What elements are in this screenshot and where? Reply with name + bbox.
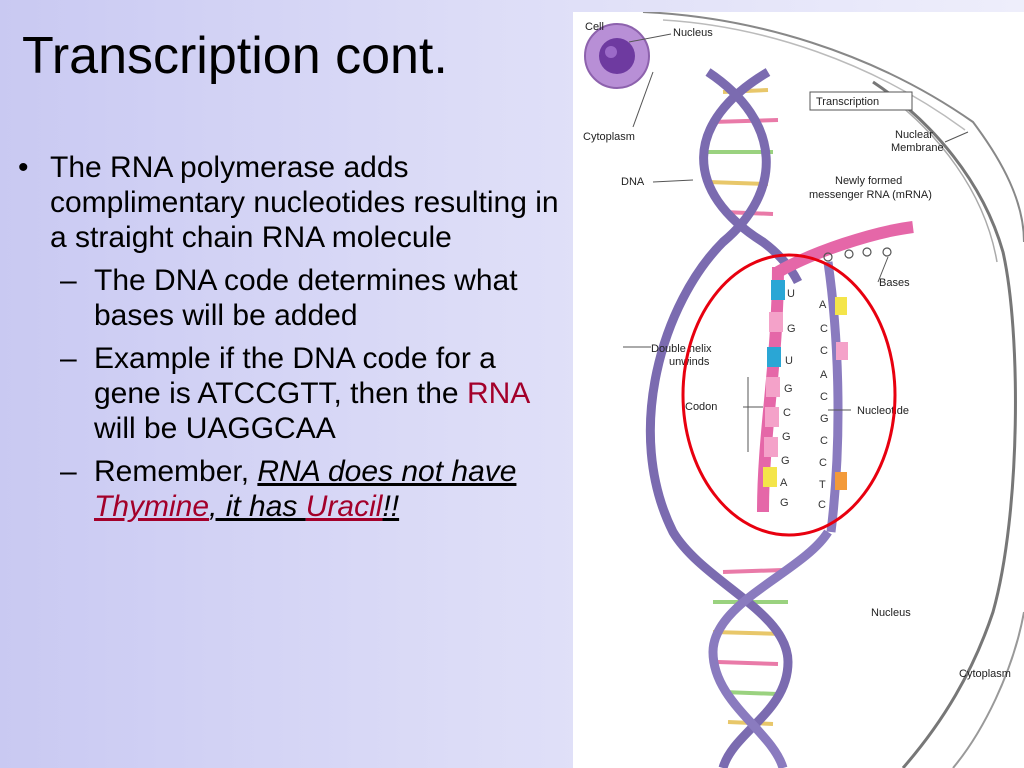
- rna-base-letter: G: [787, 323, 796, 335]
- rna-highlight: RNA: [466, 377, 529, 410]
- label-transcription: Transcription: [816, 96, 879, 108]
- sub-bullet-dash: –: [60, 342, 77, 375]
- nucleotide-box: [764, 437, 778, 457]
- label-nucleotide: Nucleotide: [857, 405, 909, 417]
- transcription-box: [809, 91, 913, 111]
- highlight-ellipse: [681, 253, 897, 537]
- rna-base-letter: A: [780, 477, 788, 489]
- label-cell: Cell: [585, 21, 604, 33]
- free-base-icon: [882, 247, 892, 257]
- label-nuclear-membrane: Nuclear: [895, 129, 933, 141]
- label-unwinds: unwinds: [669, 356, 710, 368]
- label-nuclear-membrane-2: Membrane: [891, 142, 944, 154]
- dna-base-letter: A: [820, 369, 828, 381]
- rna-base-letter: U: [785, 355, 793, 367]
- nucleotide-box: [771, 280, 785, 300]
- example-text-end: will be UAGGCAA: [94, 412, 336, 445]
- nucleotide-box: [766, 377, 780, 397]
- sub-bullet-dash: –: [60, 455, 77, 488]
- thymine-highlight: Thymine: [94, 490, 210, 523]
- bullet-main: • The RNA polymerase adds complimentary …: [14, 150, 559, 255]
- label-bases: Bases: [879, 277, 910, 289]
- dna-base-letter: A: [819, 299, 827, 311]
- dna-base-letter: G: [820, 413, 829, 425]
- dna-base-letter: T: [819, 479, 826, 491]
- nucleotide-box: [835, 297, 847, 315]
- nucleotide-box: [769, 312, 783, 332]
- sub-bullet-dash: –: [60, 264, 77, 297]
- label-nucleus-bottom: Nucleus: [871, 607, 911, 619]
- sub-bullet-example: – Example if the DNA code for a gene is …: [14, 341, 559, 446]
- remember-exclaim: !!: [382, 490, 400, 523]
- rna-base-letter: G: [781, 455, 790, 467]
- dna-base-letter: C: [820, 323, 828, 335]
- nuclear-membrane: [872, 80, 1017, 768]
- cell-membrane-inner: [662, 19, 966, 131]
- sub-bullet-dna-code-text: The DNA code determines what bases will …: [94, 264, 518, 332]
- sub-bullet-remember: – Remember, RNA does not have Thymine, i…: [14, 454, 559, 524]
- rna-base-letter: G: [780, 497, 789, 509]
- label-nucleus-top: Nucleus: [673, 27, 713, 39]
- nucleotide-box: [765, 407, 779, 427]
- rung: [722, 568, 784, 574]
- example-text-start: Example if the DNA code for a gene is AT…: [94, 342, 496, 410]
- rung: [712, 630, 784, 636]
- remember-emphasis-2: , it has: [209, 490, 306, 523]
- rna-base-letter: G: [782, 431, 791, 443]
- bullet-main-text: The RNA polymerase adds complimentary nu…: [50, 151, 559, 254]
- remember-text-start: Remember,: [94, 455, 258, 488]
- mrna-strand-top: [775, 221, 914, 278]
- slide-title: Transcription cont.: [22, 27, 448, 85]
- rung: [710, 118, 779, 124]
- label-double-helix: Double helix: [651, 343, 712, 355]
- label-mrna: Newly formed: [835, 175, 902, 187]
- cell-nucleus-icon: [599, 38, 635, 74]
- uracil-highlight: Uracil: [305, 490, 383, 523]
- dna-strand-lower: [708, 529, 832, 768]
- leader-line: [944, 131, 969, 143]
- sub-bullet-list: – The DNA code determines what bases wil…: [14, 263, 559, 524]
- remember-emphasis-1: RNA does not have: [257, 455, 517, 488]
- nucleotide-box: [767, 347, 781, 367]
- dna-base-letter: C: [820, 345, 828, 357]
- leader-line: [652, 179, 694, 183]
- dna-strand-long: [645, 68, 793, 768]
- dna-base-letter: C: [820, 391, 828, 403]
- label-dna: DNA: [621, 176, 645, 188]
- rna-base-letter: G: [784, 383, 793, 395]
- dna-base-letter: C: [820, 435, 828, 447]
- rung: [707, 180, 769, 186]
- nucleotide-box: [836, 342, 848, 360]
- rna-base-letter: U: [787, 288, 795, 300]
- bullet-list: • The RNA polymerase adds complimentary …: [14, 150, 559, 524]
- rung: [717, 660, 779, 666]
- cell-membrane-bottom: [952, 611, 1024, 768]
- free-bases: [823, 247, 892, 262]
- sub-bullet-dna-code: – The DNA code determines what bases wil…: [14, 263, 559, 333]
- rung: [722, 690, 779, 696]
- cell-membrane-outline: [642, 12, 1024, 243]
- leader-line: [877, 256, 889, 283]
- nucleotide-box: [763, 467, 777, 487]
- label-cytoplasm-bottom: Cytoplasm: [959, 668, 1011, 680]
- dna-base-letter: C: [818, 499, 826, 511]
- transcription-diagram: U G U G C G G A G A C C A C G C C T C: [573, 12, 1024, 768]
- leader-line: [628, 33, 672, 43]
- free-base-icon: [823, 252, 833, 262]
- leader-lines: [623, 33, 969, 452]
- diagram-svg: U G U G C G G A G A C C A C G C C T C: [583, 12, 1024, 768]
- label-cytoplasm-top: Cytoplasm: [583, 131, 635, 143]
- dna-base-letter: C: [819, 457, 827, 469]
- leader-line: [632, 71, 654, 128]
- free-base-icon: [862, 247, 872, 257]
- dna-template-strand: [823, 261, 843, 533]
- nucleolus-icon: [605, 46, 617, 58]
- label-codon: Codon: [685, 401, 717, 413]
- rna-base-letter: C: [783, 407, 791, 419]
- free-base-icon: [844, 249, 854, 259]
- bullet-dot: •: [18, 151, 29, 184]
- mrna-nucleotides: [763, 280, 848, 490]
- label-mrna-2: messenger RNA (mRNA): [809, 189, 932, 201]
- nucleotide-box: [835, 472, 847, 490]
